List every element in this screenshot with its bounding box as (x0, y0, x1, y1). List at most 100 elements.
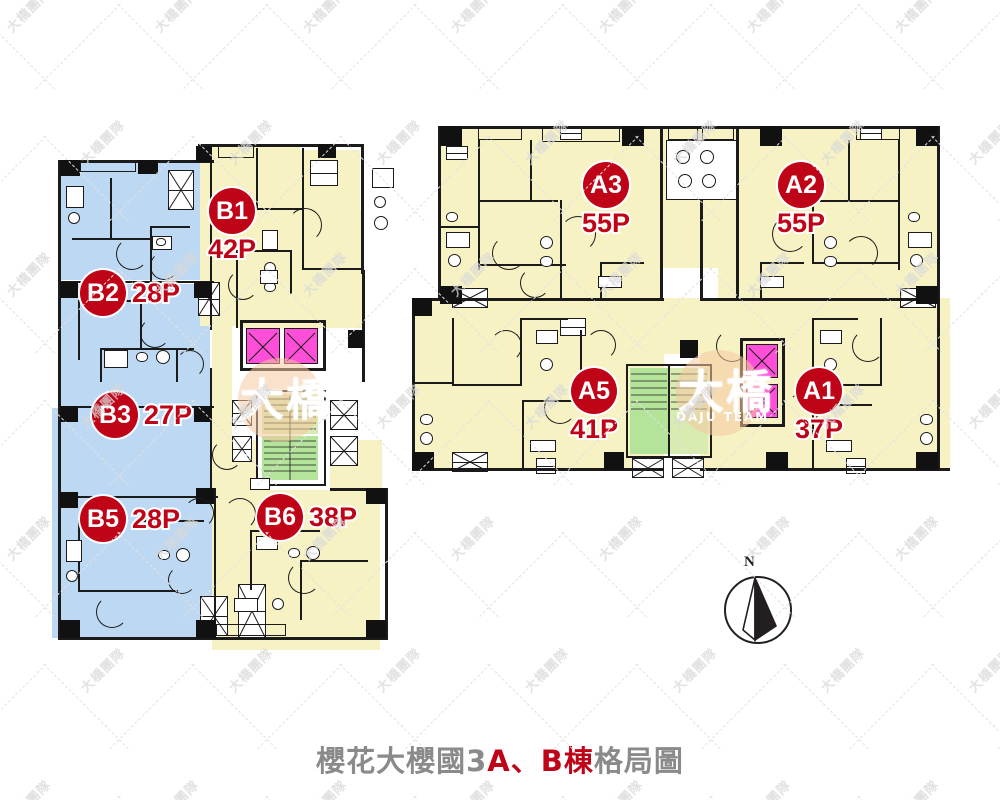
a3-sink-2 (540, 256, 553, 267)
compass-north-label: N (744, 554, 755, 570)
a5-tub (536, 330, 558, 344)
a-column-1 (440, 126, 462, 146)
a5-part-3 (520, 318, 522, 386)
b-shaft-n (310, 160, 338, 186)
watermark-dash (635, 663, 721, 750)
a-wall-mid-right (700, 298, 940, 301)
a-column-10 (604, 452, 624, 470)
a3-wc (448, 254, 461, 267)
unit-badge-a5[interactable]: A5 41P (568, 368, 620, 445)
b-wall-inner-v3 (214, 488, 216, 640)
watermark-dash (0, 135, 47, 222)
a5-part-1 (452, 318, 454, 384)
a5-door-1 (490, 330, 522, 362)
a-column-4 (916, 126, 938, 146)
b-core-wall-top (240, 320, 326, 323)
watermark-dash (183, 3, 269, 90)
watermark-dash (191, 663, 277, 750)
b6-counter-n (250, 478, 270, 490)
a-stair-wall-left (626, 364, 628, 458)
watermark-text: 大橋團隊 (4, 249, 55, 301)
a5-wc (420, 432, 433, 445)
a3-tub (446, 232, 470, 248)
watermark-text: 大橋團隊 (892, 513, 943, 565)
b-column-7 (60, 620, 80, 638)
unit-badge-b3[interactable]: B3 27P (92, 392, 194, 438)
a5-part-4 (520, 318, 568, 320)
unit-badge-a3-area: 55P (580, 208, 632, 239)
unit-badge-b5[interactable]: B5 28P (80, 496, 182, 542)
watermark-dash (479, 531, 565, 618)
watermark-text: 大橋團隊 (522, 645, 573, 697)
watermark-dash (35, 795, 121, 800)
unit-badge-b3-id: B3 (92, 392, 138, 438)
a5-part-7 (580, 330, 582, 400)
a-column-12 (412, 298, 432, 316)
a3-part-5 (478, 264, 566, 266)
b1-ne-fixture (372, 168, 394, 188)
a-column-9 (916, 452, 938, 470)
b2-door-1 (116, 238, 148, 270)
b-elevator-1-cross (248, 332, 278, 362)
a2-door-1 (844, 236, 878, 270)
unit-badge-b1[interactable]: B1 42P (206, 188, 258, 265)
a-column-5 (440, 286, 462, 304)
a-wall-n (438, 126, 940, 129)
a1-part-3 (812, 318, 814, 386)
watermark-text: 大橋團隊 (818, 645, 869, 697)
b-core-wall-right (323, 320, 326, 371)
b-column-4 (194, 282, 212, 298)
a5-part-8 (414, 382, 454, 384)
a2-part-7 (760, 262, 804, 264)
watermark-dash (775, 3, 861, 90)
unit-badge-a1[interactable]: A1 37P (793, 368, 845, 445)
compass-graphic (724, 576, 792, 644)
watermark-text: 大橋團隊 (966, 117, 1000, 169)
unit-badge-b6-id: B6 (257, 494, 303, 540)
watermark-dash (561, 795, 647, 800)
unit-badge-a3[interactable]: A3 55P (580, 162, 632, 239)
b-wall-inner-v2 (210, 368, 212, 498)
unit-badge-b2[interactable]: B2 28P (80, 270, 182, 316)
a-wall-mid-left (438, 298, 664, 301)
a-elev-wall-bottom (740, 424, 784, 427)
b2-part-1 (110, 178, 112, 238)
unit-badge-b6-area: 38P (307, 501, 359, 532)
a1-wc (920, 432, 933, 445)
watermark-dash (109, 663, 195, 750)
watermark-dash (627, 531, 713, 618)
a2-balcony (856, 128, 900, 140)
watermark-dash (931, 135, 1000, 222)
watermark-dash (413, 795, 499, 800)
a5-sink (420, 414, 433, 425)
unit-badge-b6[interactable]: B6 38P (257, 494, 359, 540)
b1-part-3 (290, 250, 292, 294)
a-column-2 (622, 126, 644, 146)
b-column-3 (60, 282, 78, 298)
watermark-dash (35, 3, 121, 90)
a-north-core-box (666, 140, 738, 200)
a-core-fixture-3 (678, 174, 692, 188)
b-shaft-east-b-cross (330, 436, 358, 466)
a2-wc-2 (824, 236, 837, 249)
page-title-prefix: 櫻花大櫻國3 (316, 744, 488, 778)
b2-wc (68, 212, 80, 224)
b-column-2 (138, 160, 158, 174)
b-stair-wall-top (256, 390, 326, 392)
b5-wc-2 (176, 548, 190, 562)
a1-tub (820, 330, 842, 344)
b-core-door-2 (184, 498, 214, 528)
a-wall-w-lower (412, 298, 415, 470)
a-stair-wall-right (710, 364, 712, 458)
a2-sink (908, 212, 920, 222)
watermark-text: 大橋團隊 (892, 0, 943, 37)
b-column-11 (318, 144, 336, 158)
a1-counter (826, 440, 852, 452)
unit-badge-a2[interactable]: A2 55P (775, 162, 827, 239)
a3-door-1 (492, 236, 526, 270)
b-corridor-fill (212, 326, 232, 446)
a5-door-2 (544, 392, 576, 424)
a2-tub (908, 232, 932, 248)
b-wall-e-mid (362, 270, 365, 382)
